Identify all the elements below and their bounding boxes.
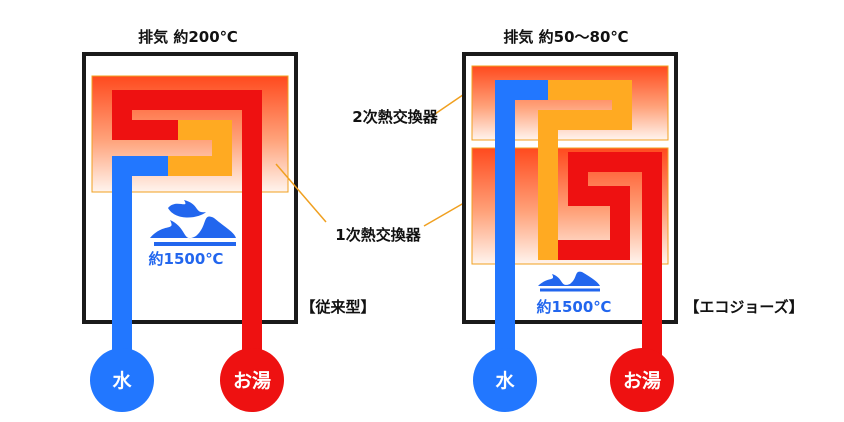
primary-exchanger-label: 1次熱交換器 — [335, 226, 421, 244]
left-hot-label: お湯 — [233, 370, 271, 392]
exchanger-callouts: 2次熱交換器 1次熱交換器 — [275, 85, 477, 244]
primary-leader-line-left — [275, 163, 327, 223]
left-hot-coil — [112, 90, 262, 362]
right-warm-coil — [538, 80, 632, 260]
left-warm-coil — [168, 120, 232, 176]
left-hot-outlet — [220, 348, 284, 412]
right-hot-coil — [558, 152, 662, 362]
right-flame-icon — [538, 271, 600, 292]
right-water-pipe — [495, 80, 558, 362]
left-exhaust-label: 排気 約200℃ — [138, 28, 238, 46]
right-flame-temp-label: 約1500℃ — [537, 298, 612, 316]
left-water-label: 水 — [112, 370, 132, 392]
right-exhaust-label: 排気 約50～80℃ — [503, 28, 628, 46]
eco-unit: 排気 約50～80℃ 約1500℃ 【エコジョーズ】 水 お湯 — [462, 28, 804, 412]
secondary-exchanger-label: 2次熱交換器 — [352, 108, 438, 126]
left-flame-temp-label: 約1500℃ — [149, 250, 224, 268]
right-hot-label: お湯 — [623, 370, 661, 392]
right-water-label: 水 — [495, 370, 515, 392]
conventional-unit: 排気 約200℃ 約1500℃ 【従来型】 水 お湯 — [82, 28, 376, 412]
right-type-label: 【エコジョーズ】 — [684, 298, 803, 316]
right-hot-outlet — [610, 348, 674, 412]
right-water-inlet — [473, 348, 537, 412]
left-water-inlet — [90, 348, 154, 412]
left-type-label: 【従来型】 — [300, 298, 375, 316]
left-flame-icon — [150, 200, 236, 246]
